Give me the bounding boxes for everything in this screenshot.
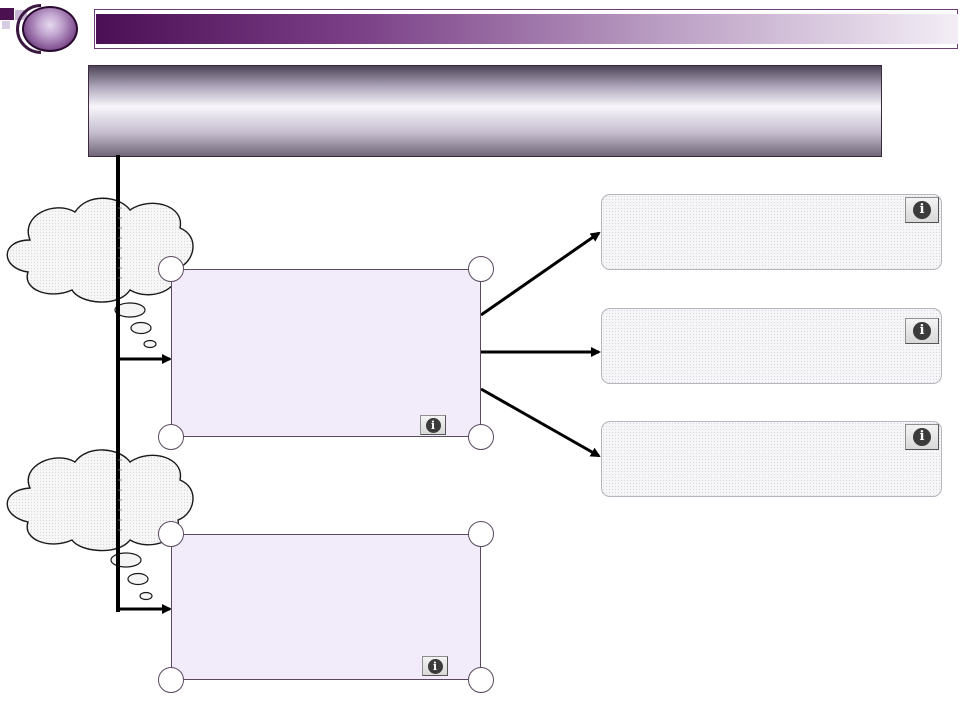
center-box-2: i xyxy=(158,521,494,693)
corner-square-dark xyxy=(0,8,14,20)
arrow-to-right-box-1 xyxy=(480,231,601,317)
thought-cloud-2 xyxy=(6,449,194,601)
info-button-center-2[interactable]: i xyxy=(422,656,448,676)
title-banner xyxy=(88,65,882,157)
thought-cloud-1 xyxy=(6,197,194,349)
info-button-right-1[interactable]: i xyxy=(905,197,939,223)
info-icon: i xyxy=(913,322,931,340)
center-box-1: i xyxy=(158,256,494,450)
right-box-2: i xyxy=(601,308,942,384)
info-icon: i xyxy=(425,417,441,433)
info-icon: i xyxy=(913,428,931,446)
info-button-right-3[interactable]: i xyxy=(905,424,939,450)
info-icon: i xyxy=(427,658,443,674)
right-box-1: i xyxy=(601,194,942,270)
info-button-center-1[interactable]: i xyxy=(420,415,446,435)
info-icon: i xyxy=(913,201,931,219)
arrow-to-right-box-3 xyxy=(480,387,601,458)
orb-logo-icon xyxy=(22,6,78,52)
right-box-3: i xyxy=(601,421,942,497)
header-gradient-bar xyxy=(96,14,958,44)
corner-square-small xyxy=(2,21,10,29)
info-button-right-2[interactable]: i xyxy=(905,318,939,344)
